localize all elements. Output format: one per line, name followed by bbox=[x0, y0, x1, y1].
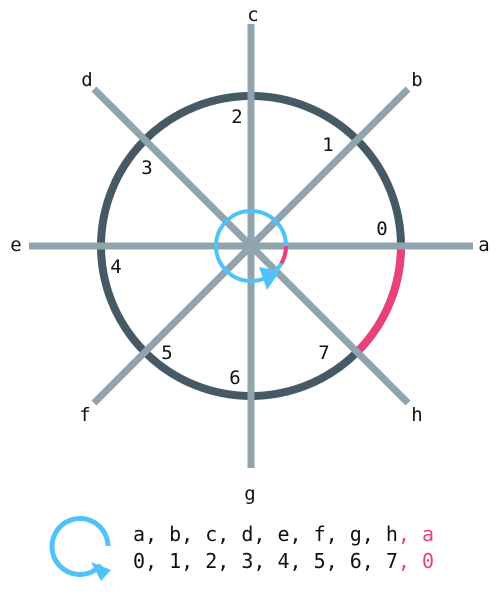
spoke-index-1: 1 bbox=[322, 134, 333, 156]
legend: a, b, c, d, e, f, g, h, a 0, 1, 2, 3, 4,… bbox=[49, 515, 434, 581]
spoke-label-h: h bbox=[411, 404, 422, 426]
spoke-index-5: 5 bbox=[161, 342, 172, 364]
legend-letters-wrap: , a bbox=[398, 522, 434, 546]
spokes-group bbox=[29, 24, 473, 468]
legend-letters-line: a, b, c, d, e, f, g, h, a bbox=[133, 522, 434, 546]
spoke-index-7: 7 bbox=[318, 342, 329, 364]
labels-group: a 0 b 1 c 2 d 3 e 4 f 5 g 6 h 7 bbox=[10, 4, 489, 505]
spoke-label-f: f bbox=[79, 404, 90, 426]
spoke-index-2: 2 bbox=[231, 106, 242, 128]
spoke-b bbox=[248, 86, 411, 249]
spoke-label-b: b bbox=[411, 69, 422, 91]
spoke-label-d: d bbox=[81, 69, 92, 91]
spoke-label-c: c bbox=[247, 4, 258, 26]
legend-numbers: 0, 1, 2, 3, 4, 5, 6, 7 bbox=[133, 549, 398, 573]
spoke-label-e: e bbox=[10, 234, 21, 256]
legend-numbers-line: 0, 1, 2, 3, 4, 5, 6, 7, 0 bbox=[133, 549, 434, 573]
spoke-label-a: a bbox=[478, 234, 489, 256]
spoke-f bbox=[91, 243, 254, 406]
spoke-index-3: 3 bbox=[141, 157, 152, 179]
center-loop-pink-arc bbox=[279, 245, 288, 265]
spoke-label-g: g bbox=[244, 483, 255, 505]
legend-numbers-wrap: , 0 bbox=[398, 549, 434, 573]
center-loop-arrowhead bbox=[259, 267, 280, 290]
spoke-index-4: 4 bbox=[110, 256, 121, 278]
spoke-d bbox=[91, 86, 254, 249]
wrap-highlight-arc bbox=[354, 245, 405, 355]
circular-arrow-icon bbox=[49, 515, 111, 581]
legend-letters: a, b, c, d, e, f, g, h bbox=[133, 522, 398, 546]
spoke-index-0: 0 bbox=[376, 218, 387, 240]
spoke-index-6: 6 bbox=[229, 367, 240, 389]
